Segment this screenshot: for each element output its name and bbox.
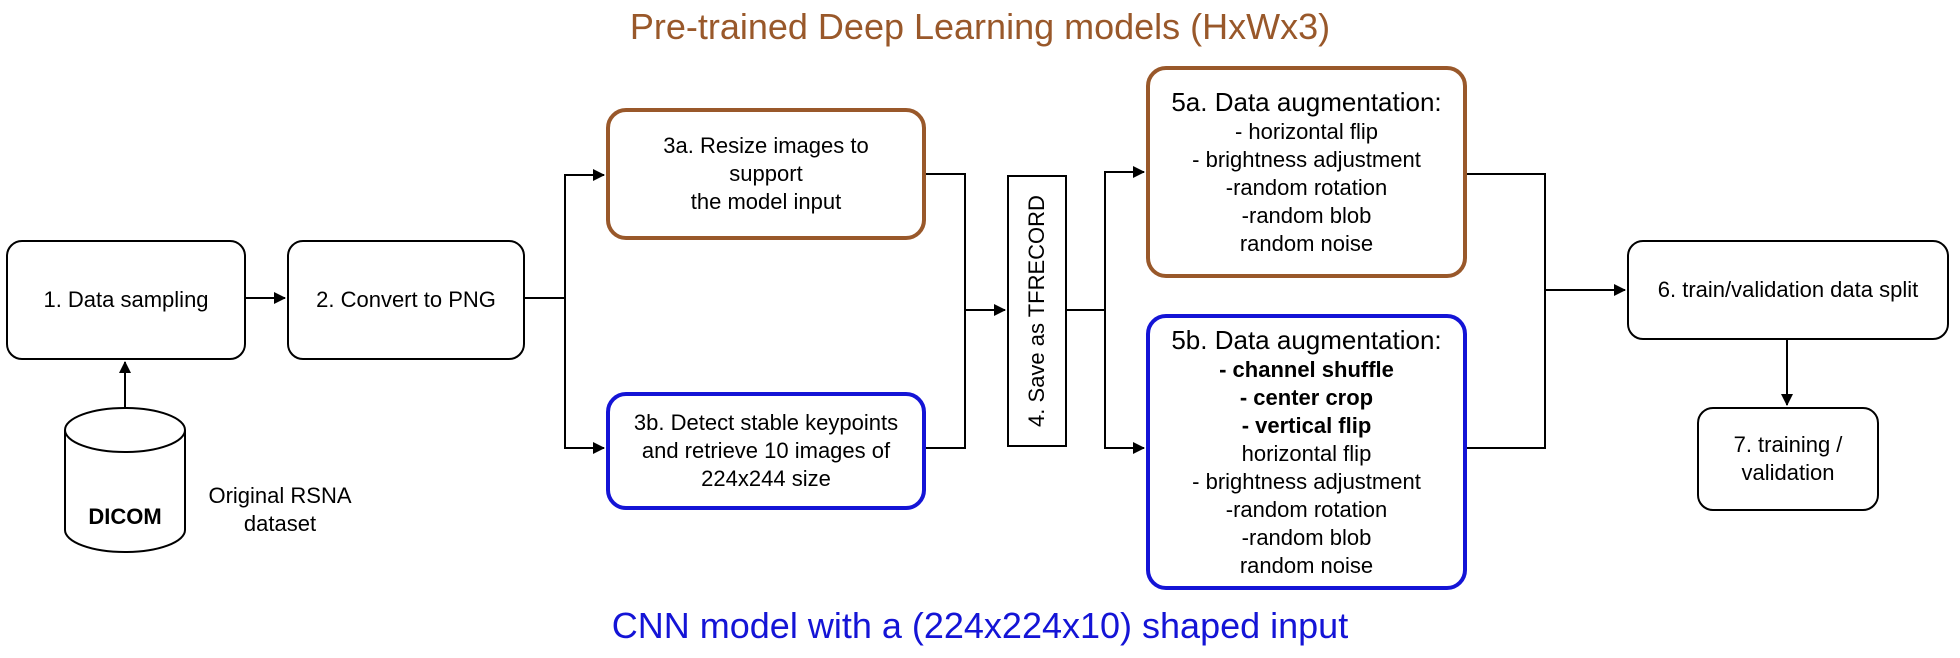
detect-keypoints-box: 3b. Detect stable keypoints and retrieve… (606, 392, 926, 510)
arrow-aug-a-to-split (1465, 173, 1626, 296)
augmentation-a-item: - brightness adjustment (1192, 147, 1421, 172)
convert-png-label: 2. Convert to PNG (316, 287, 496, 312)
data-sampling-box: 1. Data sampling (6, 240, 246, 360)
resize-line: the model input (690, 189, 842, 214)
detect-line: and retrieve 10 images of (641, 438, 891, 463)
augmentation-a-item: -random blob (1241, 203, 1372, 228)
augmentation-b-item: random noise (1239, 553, 1374, 578)
convert-png-box: 2. Convert to PNG (287, 240, 525, 360)
train-validation-split-label: 6. train/validation data split (1657, 277, 1919, 302)
arrow-save-to-aug-b (1104, 310, 1145, 454)
save-tfrecord-label: 4. Save as TFRECORD (1024, 195, 1050, 427)
augmentation-b-item: -random blob (1241, 525, 1372, 550)
augmentation-b-item: -random rotation (1225, 497, 1388, 522)
augmentation-b-bold-item: - vertical flip (1241, 413, 1372, 438)
data-sampling-label: 1. Data sampling (43, 287, 209, 312)
training-validation-box: 7. training / validation (1697, 407, 1879, 511)
training-line: validation (1741, 460, 1835, 485)
line-aug-b-to-split (1465, 290, 1546, 449)
augmentation-b-item: - brightness adjustment (1192, 469, 1421, 494)
dicom-database-icon (64, 407, 186, 553)
detect-line: 224x244 size (701, 466, 831, 491)
augmentation-b-bold-item: - center crop (1239, 385, 1374, 410)
arrow-convert-to-resize (523, 169, 605, 299)
resize-images-box: 3a. Resize images to support the model i… (606, 108, 926, 240)
arrow-convert-to-detect (564, 298, 605, 454)
bottom-title: CNN model with a (224x224x10) shaped inp… (611, 605, 1349, 646)
augmentation-b-item: horizontal flip (1241, 441, 1372, 466)
augmentation-a-item: - horizontal flip (1234, 119, 1379, 144)
dataset-caption-line: Original RSNA (208, 483, 352, 508)
dicom-label: DICOM (88, 504, 162, 529)
resize-line: 3a. Resize images to (663, 133, 869, 158)
detect-line: 3b. Detect stable keypoints (633, 410, 899, 435)
train-validation-split-box: 6. train/validation data split (1627, 240, 1949, 340)
arrow-resize-to-save (924, 173, 1006, 316)
augmentation-a-item: -random rotation (1225, 175, 1388, 200)
training-line: 7. training / (1733, 432, 1843, 457)
top-title: Pre-trained Deep Learning models (HxWx3) (629, 6, 1331, 47)
augmentation-a-box: 5a. Data augmentation: - horizontal flip… (1146, 66, 1467, 278)
dataset-caption-line: dataset (243, 511, 317, 536)
dataset-caption: Original RSNA dataset (195, 482, 365, 538)
augmentation-b-box: 5b. Data augmentation: - channel shuffle… (1146, 314, 1467, 590)
resize-line: support (729, 161, 803, 186)
line-detect-to-save (924, 310, 966, 449)
augmentation-b-title: 5b. Data augmentation: (1171, 325, 1442, 355)
augmentation-b-bold-item: - channel shuffle (1219, 357, 1394, 382)
augmentation-a-title: 5a. Data augmentation: (1171, 87, 1442, 117)
arrow-save-to-aug-a (1065, 166, 1145, 311)
save-tfrecord-box: 4. Save as TFRECORD (1007, 175, 1067, 447)
augmentation-a-item: random noise (1239, 231, 1374, 256)
